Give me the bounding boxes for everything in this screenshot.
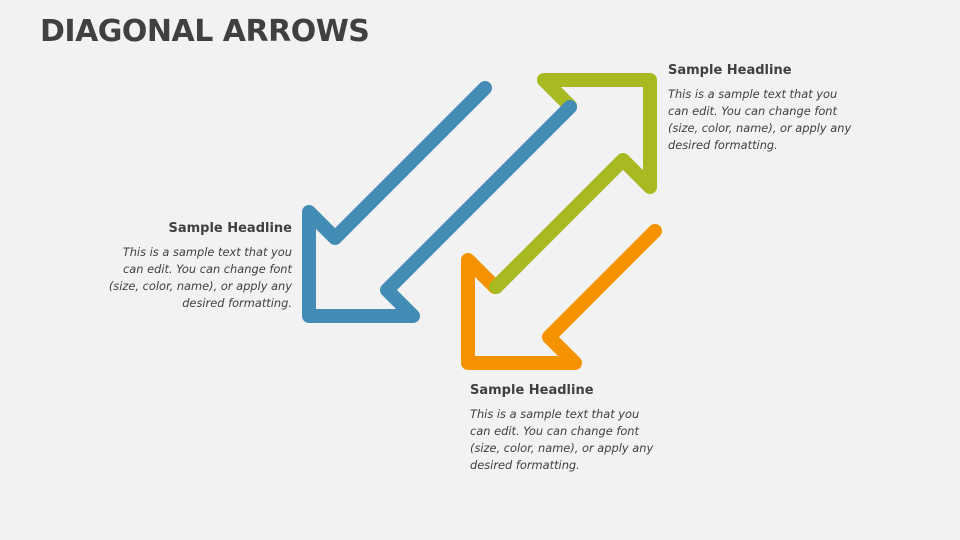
green-arrow-icon (489, 73, 657, 294)
text-block-left: Sample Headline This is a sample text th… (72, 221, 292, 312)
text-block-bottom: Sample Headline This is a sample text th… (470, 383, 690, 474)
headline: Sample Headline (168, 221, 292, 236)
orange-arrow-icon (461, 224, 662, 370)
headline: Sample Headline (470, 383, 594, 398)
text-block-top-right: Sample Headline This is a sample text th… (668, 63, 888, 154)
blue-arrow-icon (302, 81, 577, 323)
body-text: This is a sample text that you can edit.… (470, 407, 654, 472)
headline: Sample Headline (668, 63, 792, 78)
body-text: This is a sample text that you can edit.… (668, 87, 852, 152)
body-text: This is a sample text that you can edit.… (108, 245, 292, 310)
green-arrow-tail (489, 256, 527, 294)
slide-title: DIAGONAL ARROWS (40, 14, 370, 49)
